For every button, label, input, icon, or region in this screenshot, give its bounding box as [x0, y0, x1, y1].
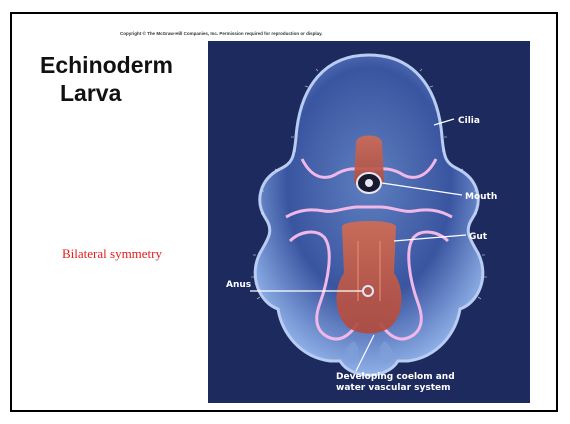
- cilia-label: Cilia: [458, 116, 480, 126]
- bilateral-symmetry-annotation: Bilateral symmetry: [62, 246, 162, 262]
- larva-illustration: Cilia Mouth Gut Anus Developing coelom a…: [208, 41, 530, 403]
- coelom-label-line-1: Developing coelom and: [336, 372, 455, 382]
- gut-label: Gut: [469, 232, 488, 242]
- gut: [337, 221, 402, 334]
- title-line-1: Echinoderm: [40, 52, 173, 79]
- coelom-label-line-2: water vascular system: [336, 383, 451, 393]
- mouth-label: Mouth: [465, 192, 497, 202]
- title-line-2: Larva: [60, 80, 121, 107]
- anus-label: Anus: [226, 280, 251, 290]
- copyright-notice: Copyright © The McGraw-Hill Companies, I…: [120, 31, 323, 36]
